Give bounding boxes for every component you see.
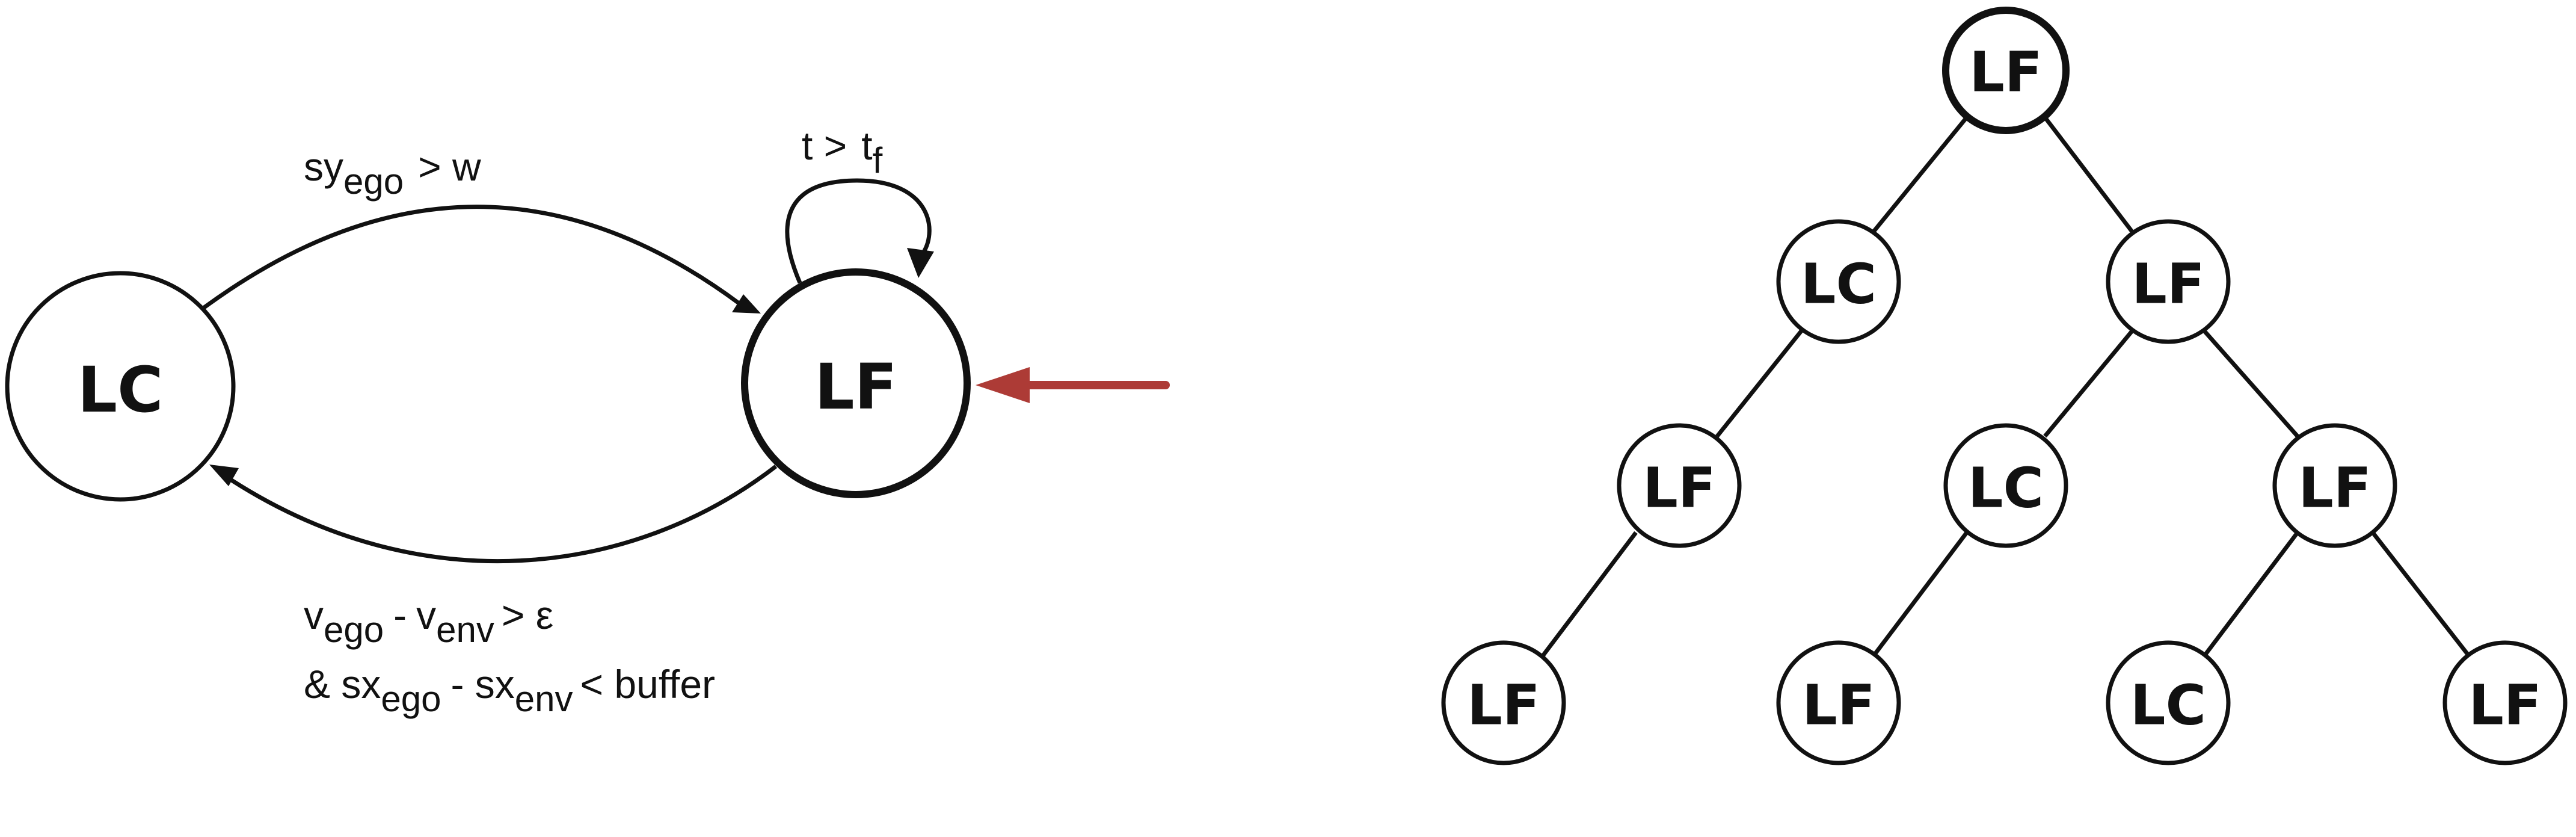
tree-node: LC	[2106, 640, 2231, 765]
arrowhead-lf-to-lc	[209, 465, 239, 486]
tree-node-label: LF	[1467, 673, 1540, 738]
transition-label-lf-to-lc-line2: & sxego- sxenv< buffer	[304, 662, 715, 719]
tree-edge	[2203, 531, 2299, 658]
tree-node-label: LC	[2130, 673, 2206, 738]
tree-node-root: LF	[1942, 7, 2070, 134]
tree-node-label: LC	[1801, 252, 1877, 317]
tree-node: LF	[1441, 640, 1566, 765]
tree-node-label: LF	[2298, 456, 2371, 520]
state-lc: LC	[5, 271, 236, 502]
state-lc-label: LC	[78, 353, 164, 427]
tree-node: LF	[2442, 640, 2568, 765]
tree-edge	[1872, 116, 1969, 233]
transition-lc-to-lf	[201, 205, 742, 310]
tree-node: LF	[2272, 423, 2397, 548]
tree-node: LC	[1943, 423, 2068, 548]
tree-node-label: LC	[1968, 456, 2044, 520]
strategy-tree: LF LC LF LF LC LF LF	[1441, 7, 2568, 765]
state-lf-label: LF	[814, 350, 897, 424]
arrowhead-lc-to-lf	[732, 294, 761, 313]
state-machine: LC LF syego> w t >tf vego-venv> ε & sxeg…	[5, 123, 1170, 719]
transition-lf-to-lc	[230, 465, 778, 564]
initial-state-arrowhead	[976, 367, 1030, 403]
tree-node: LF	[2106, 219, 2231, 344]
tree-node: LF	[1776, 640, 1901, 765]
state-lf: LF	[741, 268, 971, 498]
tree-edge	[2371, 531, 2471, 658]
tree-node-label: LF	[2468, 673, 2541, 738]
transition-label-lf-to-lc-line1: vego-venv> ε	[304, 593, 553, 650]
tree-node: LC	[1776, 219, 1901, 344]
tree-edge	[1872, 531, 1969, 658]
tree-edge	[2203, 329, 2299, 438]
tree-node: LF	[1617, 423, 1742, 548]
tree-edge	[2043, 329, 2134, 438]
tree-edge	[1541, 531, 1638, 658]
arrowhead-self-loop	[907, 248, 934, 278]
tree-node-label: LF	[1643, 456, 1715, 520]
tree-edge	[2043, 116, 2134, 233]
tree-node-label: LF	[2132, 252, 2204, 317]
transition-self-loop	[785, 178, 932, 284]
tree-node-label: LF	[1969, 40, 2042, 105]
tree-edge	[1715, 329, 1803, 438]
transition-label-lc-to-lf: syego> w	[304, 144, 481, 202]
transition-label-self-loop: t >tf	[802, 123, 883, 181]
tree-node-label: LF	[1802, 673, 1875, 738]
